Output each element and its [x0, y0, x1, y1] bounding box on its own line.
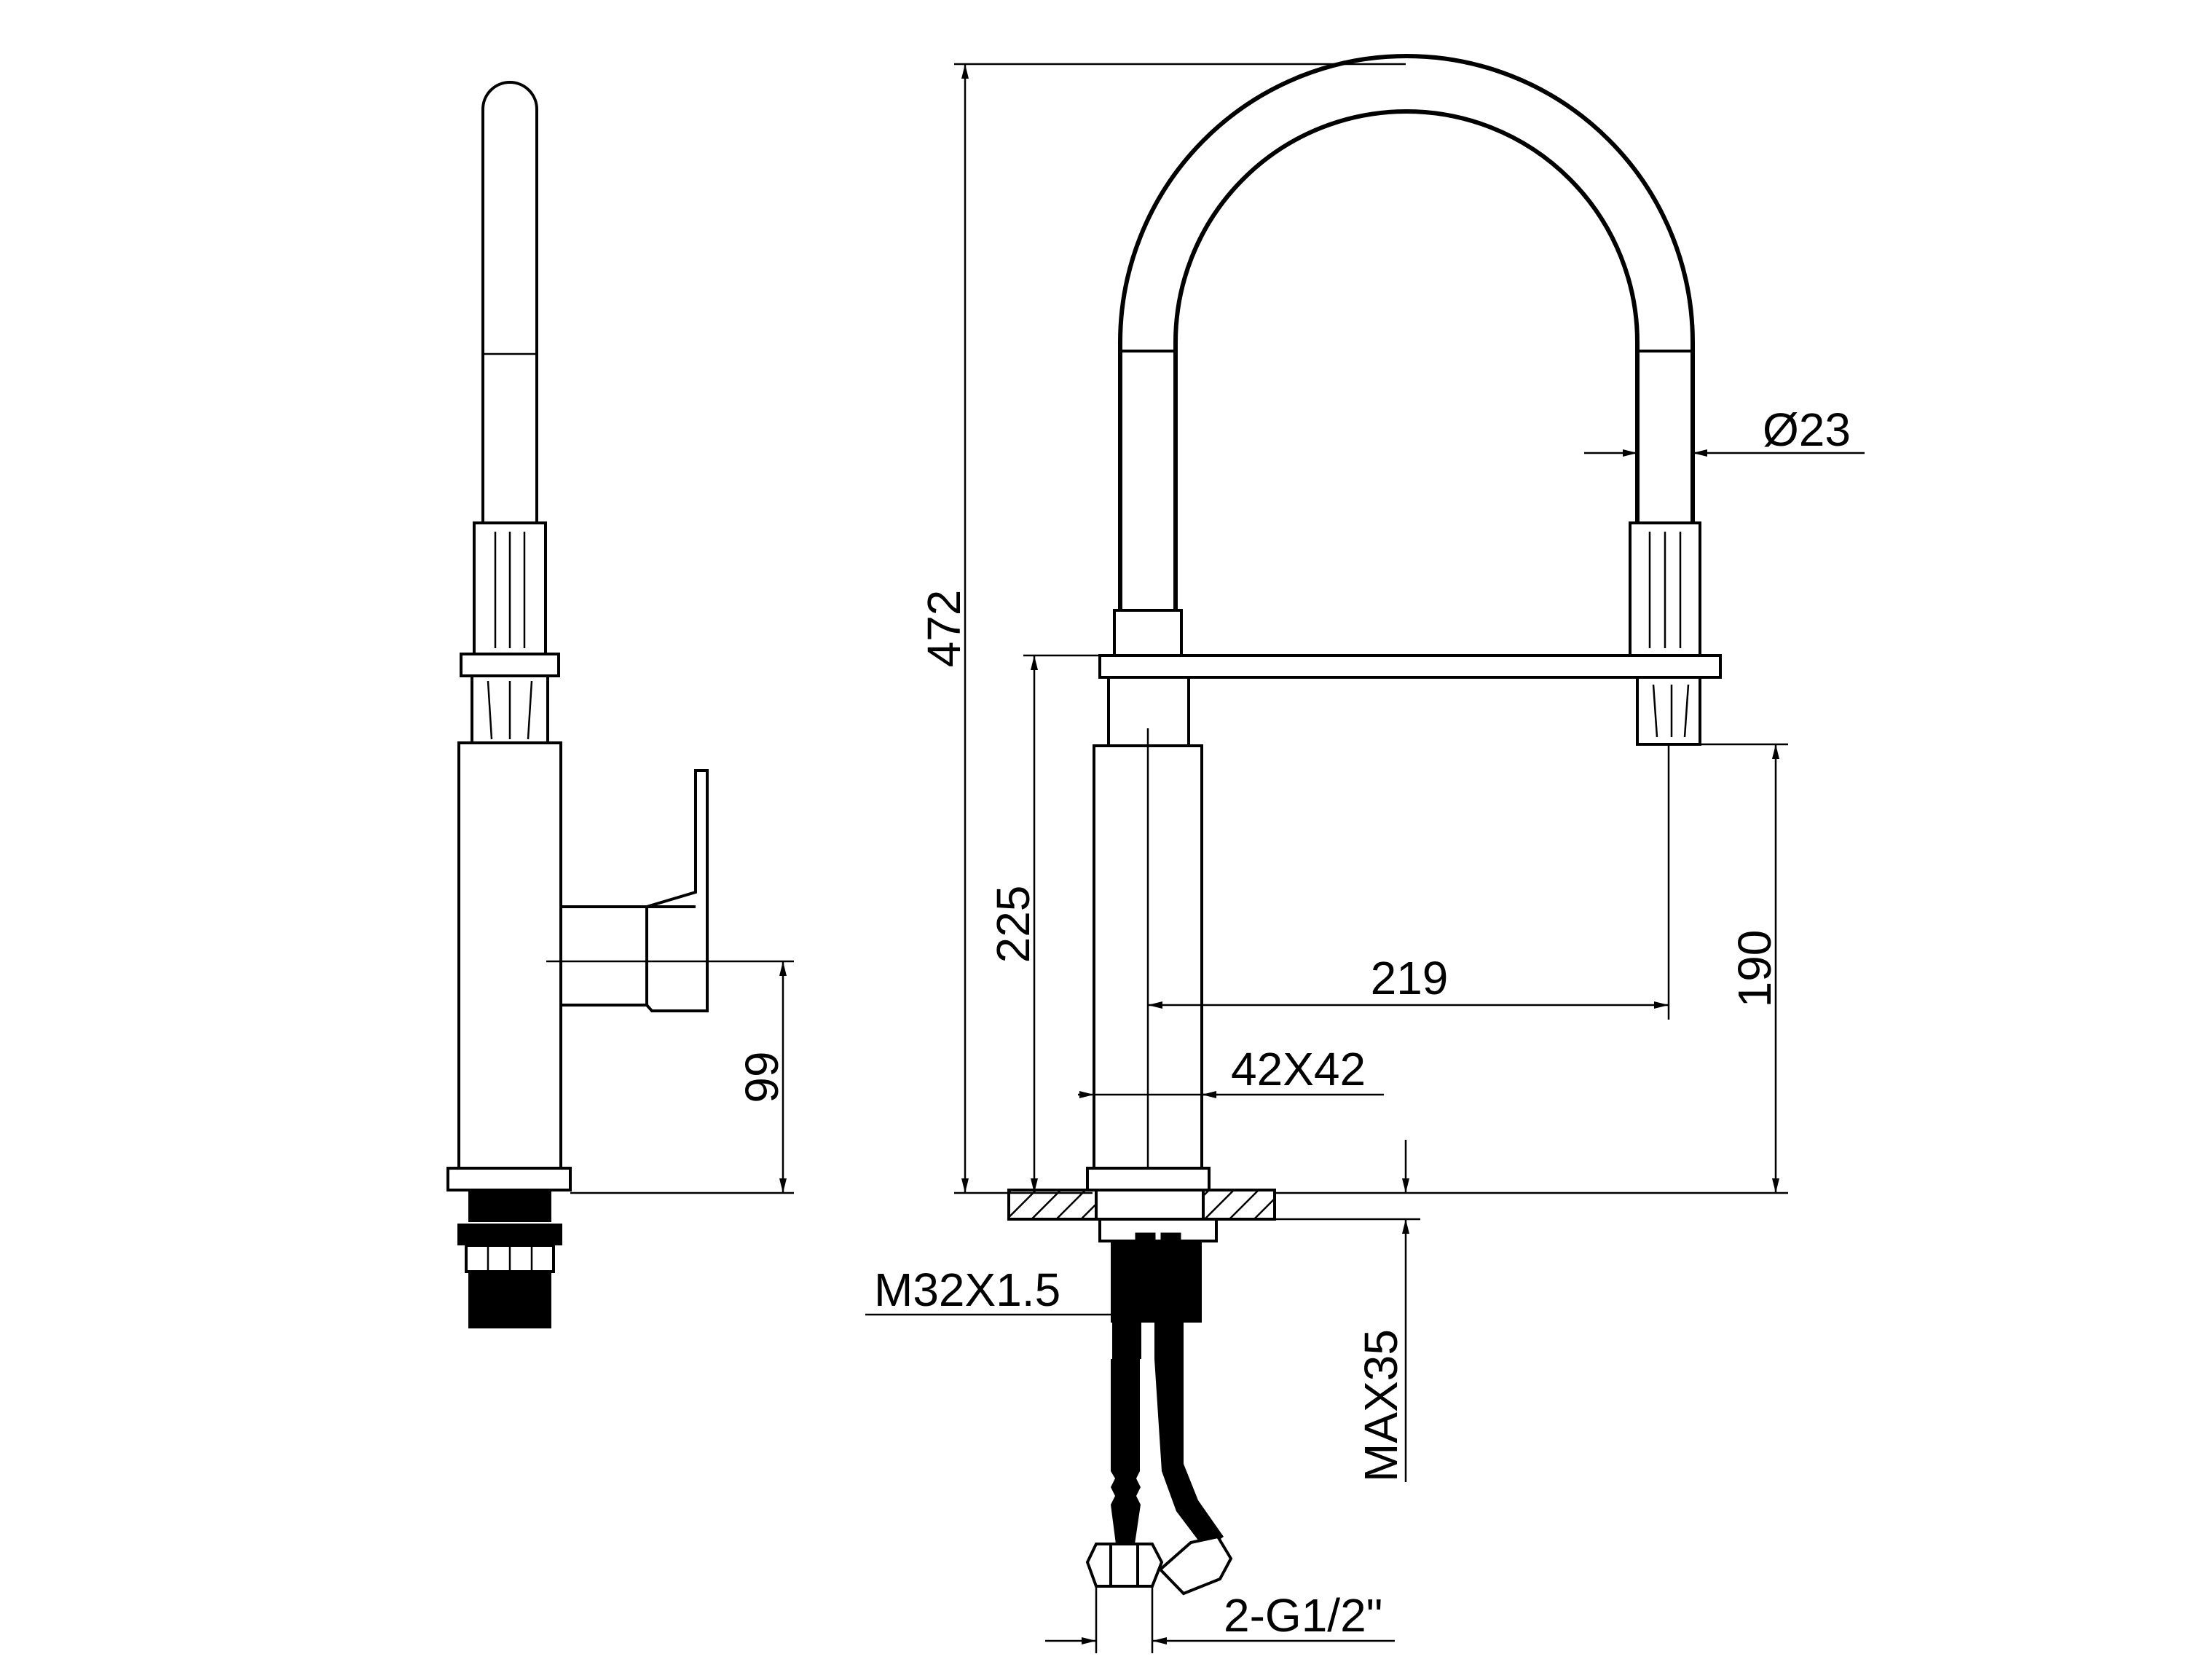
total-height-dimension: 472 [918, 590, 970, 668]
mount-thread-label: M32X1.5 [874, 1264, 1060, 1316]
body-height-dimension: 225 [987, 886, 1039, 964]
front-view: 472 225 Ø23 219 190 42X42 MAX35 M32X1.5 [865, 54, 1865, 1653]
handle-height-dimension: 99 [736, 1051, 788, 1103]
hose-diameter-dimension: Ø23 [1763, 403, 1851, 456]
inlet-connections-dimension: 2-G1/2" [1224, 1589, 1382, 1642]
body-section-dimension: 42X42 [1231, 1043, 1366, 1095]
spout-height-dimension: 190 [1728, 930, 1781, 1008]
max-deck-thickness-dimension: MAX35 [1355, 1329, 1407, 1482]
reach-dimension: 219 [1371, 952, 1449, 1004]
side-view: 99 [446, 81, 794, 1328]
